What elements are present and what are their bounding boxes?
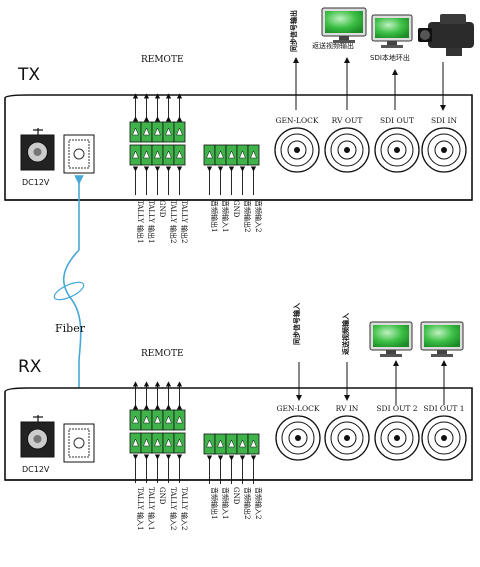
rx-remote-pin-label: TALLY 输入2 bbox=[169, 487, 178, 531]
rx-remote-pin-label: GND bbox=[158, 487, 166, 505]
fiber-link: Fiber bbox=[53, 175, 86, 425]
rx-bnc-label: SDI OUT 2 bbox=[376, 404, 417, 413]
rx-monitor-2 bbox=[369, 321, 413, 357]
tx-remote-pin-label: TALLY 输出2 bbox=[169, 200, 178, 244]
rx-unit: RX DC12V REMOTE GEN-LOCK RV IN SDI OUT 2 SD… bbox=[4, 303, 473, 531]
tx-audio-pin-label: 音频输入2 bbox=[254, 200, 263, 232]
tx-bnc-1: RV OUT bbox=[324, 116, 370, 173]
tx-audio-pin-label: 音频输出2 bbox=[243, 200, 252, 232]
tx-audio-pin-label: GND bbox=[232, 200, 240, 218]
tx-audio-terminal-block bbox=[203, 144, 260, 195]
rx-remote-pin-label: TALLY 输入2 bbox=[180, 487, 189, 531]
tx-bnc-2: SDI OUT bbox=[374, 116, 420, 173]
rx-audio-terminal-block bbox=[203, 433, 260, 484]
tx-remote-pin-label: TALLY 输出2 bbox=[180, 200, 189, 244]
tx-monitor-1 bbox=[321, 7, 367, 43]
rx-fiber-port bbox=[63, 423, 95, 463]
rx-bnc-3: SDI OUT 1 bbox=[421, 404, 467, 461]
tx-bnc-connectors: GEN-LOCK RV OUT SDI OUT SDI IN bbox=[274, 116, 467, 173]
rx-power-jack: DC12V bbox=[20, 415, 55, 474]
tx-power-jack: DC12V bbox=[20, 128, 55, 187]
rx-audio-pin-label: 音频输出1 bbox=[210, 487, 219, 519]
tx-remote-pin-label: TALLY 输出1 bbox=[136, 200, 145, 244]
tx-power-label: DC12V bbox=[22, 178, 50, 187]
rx-audio-pin-label: GND bbox=[232, 487, 240, 505]
rx-bnc-label: SDI OUT 1 bbox=[423, 404, 464, 413]
rx-bnc-connectors: GEN-LOCK RV IN SDI OUT 2 SDI OUT 1 bbox=[275, 404, 467, 461]
rx-bnc-label: GEN-LOCK bbox=[276, 404, 319, 413]
rx-power-label: DC12V bbox=[22, 465, 50, 474]
rx-bnc-2: SDI OUT 2 bbox=[374, 404, 420, 461]
tx-genlock-note: 同步信号输出 bbox=[289, 10, 298, 52]
tx-unit-label: TX bbox=[17, 65, 40, 85]
tx-bnc-0: GEN-LOCK bbox=[274, 116, 320, 173]
rx-remote-pin-label: TALLY 输入1 bbox=[147, 487, 156, 531]
tx-monitor-2 bbox=[371, 14, 413, 48]
tx-unit: TX DC12V REMOTE GEN-LOCK RV OUT SDI OUT SDI… bbox=[4, 7, 474, 244]
tx-remote-label: REMOTE bbox=[141, 55, 184, 65]
tx-monitor2-note: SDI本地环出 bbox=[370, 53, 410, 62]
rx-audio-pin-label: 音频输出2 bbox=[243, 487, 252, 519]
rx-unit-label: RX bbox=[18, 357, 42, 377]
tx-monitor1-note: 返送视频输出 bbox=[312, 41, 354, 50]
tx-audio-pin-label: 音频输出1 bbox=[210, 200, 219, 232]
fiber-label: Fiber bbox=[55, 322, 86, 335]
rx-audio-pin-label: 音频输入1 bbox=[221, 487, 230, 519]
rx-remote-label: REMOTE bbox=[141, 349, 184, 359]
tx-remote-pin-label: TALLY 输出1 bbox=[147, 200, 156, 244]
rx-audio-pin-label: 音频输入2 bbox=[254, 487, 263, 519]
camera-icon bbox=[418, 14, 474, 56]
tx-bnc-label: SDI OUT bbox=[380, 116, 414, 125]
rx-rv-note: 返送视频输入 bbox=[341, 313, 350, 355]
rx-genlock-note: 同步信号输入 bbox=[292, 303, 301, 345]
tx-remote-terminal-block bbox=[129, 93, 186, 195]
tx-bnc-label: SDI IN bbox=[431, 116, 457, 125]
tx-bnc-label: GEN-LOCK bbox=[275, 116, 318, 125]
tx-remote-pin-label: GND bbox=[158, 200, 166, 218]
rx-remote-terminal-block bbox=[129, 381, 186, 483]
rx-bnc-1: RV IN bbox=[324, 404, 370, 461]
rx-bnc-0: GEN-LOCK bbox=[275, 404, 321, 461]
rx-remote-pin-label: TALLY 输入1 bbox=[136, 487, 145, 531]
tx-bnc-3: SDI IN bbox=[421, 116, 467, 173]
rx-monitor-1 bbox=[420, 321, 464, 357]
rx-bnc-label: RV IN bbox=[336, 404, 359, 413]
tx-fiber-port bbox=[63, 134, 95, 174]
tx-bnc-label: RV OUT bbox=[332, 116, 363, 125]
tx-audio-pin-label: 音频输入1 bbox=[221, 200, 230, 232]
